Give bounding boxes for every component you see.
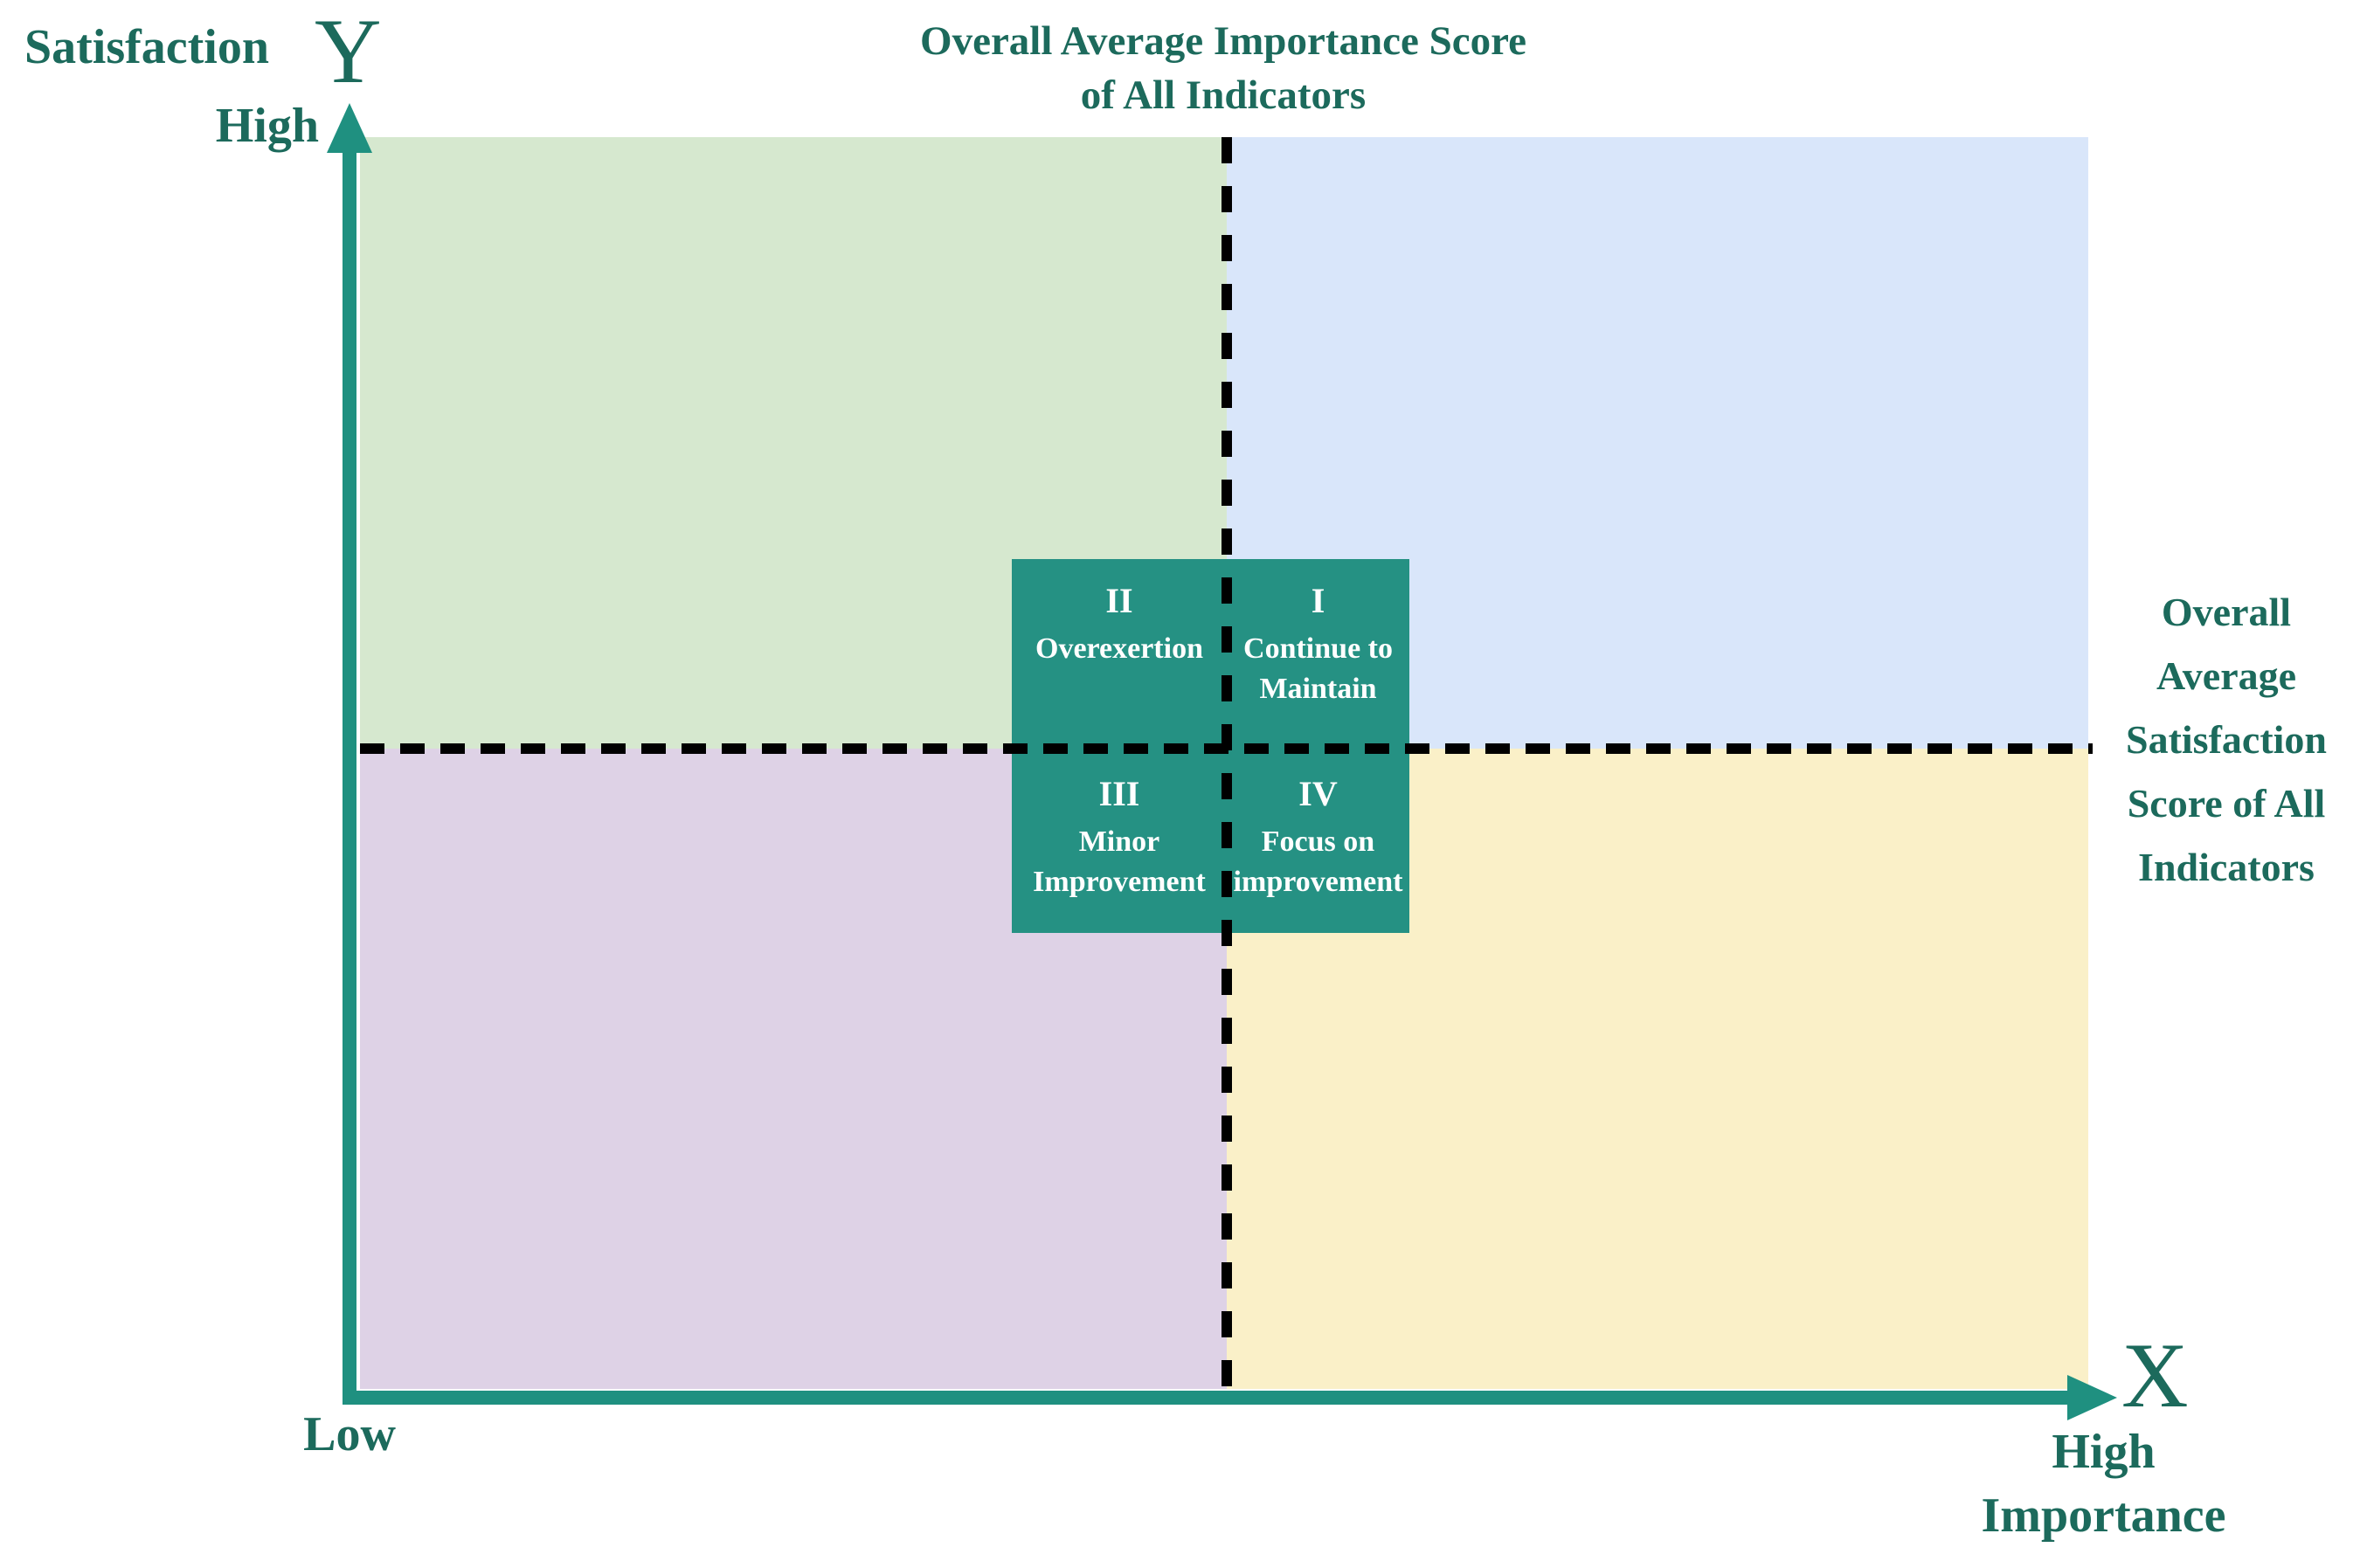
right-label-line1: Overall — [2161, 590, 2292, 634]
y-axis-high-label: High — [215, 99, 319, 153]
y-axis-arrowhead-icon — [327, 103, 372, 153]
x-axis-caption: High Importance — [1953, 1420, 2254, 1548]
x-axis-title: Importance — [1981, 1489, 2226, 1543]
quadrant-3-numeral: III — [1098, 774, 1140, 813]
x-axis-arrowhead-icon — [2067, 1375, 2117, 1420]
quadrant-3-label-line1: Minor — [1078, 825, 1160, 858]
quadrant-4-numeral: IV — [1298, 774, 1338, 813]
quadrant-4-label-line2: improvement — [1233, 866, 1403, 898]
top-title: Overall Average Importance Score of All … — [743, 14, 1704, 122]
legend-quadrant-4: IV Focus on improvement — [1227, 749, 1409, 933]
legend-quadrant-1: I Continue to Maintain — [1227, 559, 1409, 749]
quadrant-1-label-line1: Continue to — [1243, 632, 1393, 665]
quadrant-1-label-line2: Maintain — [1259, 673, 1377, 705]
quadrant-2-label: Overexertion — [1035, 632, 1203, 665]
top-title-line2: of All Indicators — [1080, 73, 1367, 118]
x-axis-letter: X — [2121, 1324, 2189, 1426]
y-axis-low-label: Low — [303, 1407, 396, 1461]
y-axis-title: Satisfaction — [24, 20, 269, 74]
x-axis-line — [343, 1391, 2075, 1405]
right-label-line4: Score of All — [2127, 781, 2326, 825]
right-label-line3: Satisfaction — [2126, 717, 2327, 762]
y-axis-line — [343, 122, 356, 1404]
quadrant-2-numeral: II — [1105, 581, 1133, 620]
top-title-line1: Overall Average Importance Score — [920, 18, 1526, 64]
legend-quadrant-3: III Minor Improvement — [1012, 749, 1227, 933]
right-label-line2: Average — [2156, 653, 2297, 698]
legend-quadrant-2: II Overexertion — [1012, 559, 1227, 749]
x-axis-high-label: High — [2052, 1425, 2156, 1479]
y-axis-letter: Y — [315, 0, 382, 102]
quadrant-3-label-line2: Improvement — [1033, 866, 1206, 898]
quadrant-4-label-line1: Focus on — [1261, 825, 1375, 858]
right-side-label: Overall Average Satisfaction Score of Al… — [2095, 580, 2357, 899]
quadrant-1-numeral: I — [1311, 581, 1325, 620]
right-label-line5: Indicators — [2138, 845, 2315, 889]
avg-importance-dashed-line — [1222, 137, 1232, 1389]
